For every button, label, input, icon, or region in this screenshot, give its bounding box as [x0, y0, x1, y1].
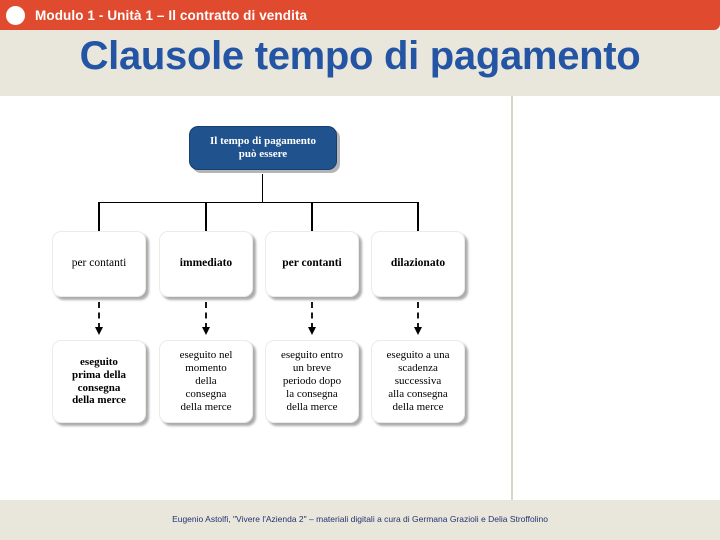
- branch-box-3: per contanti: [265, 231, 359, 297]
- branch-label-4: dilazionato: [390, 257, 446, 270]
- title-band: [0, 30, 720, 96]
- detail-connector-1: [98, 302, 100, 329]
- root-connector-stem: [262, 174, 263, 202]
- detail-connector-3: [311, 302, 313, 329]
- flow-diagram: Il tempo di pagamento può essere per con…: [0, 96, 511, 500]
- content-divider: [511, 96, 513, 500]
- root-node-line1: Il tempo di pagamento: [209, 135, 317, 148]
- branch-bus-line: [99, 202, 417, 203]
- branch-box-1: per contanti: [52, 231, 146, 297]
- branch-box-4: dilazionato: [371, 231, 465, 297]
- detail-arrow-3: [307, 327, 316, 335]
- branch-label-2: immediato: [179, 257, 233, 270]
- branch-stem-3: [311, 202, 313, 234]
- branch-stem-1: [98, 202, 100, 234]
- root-node-text: Il tempo di pagamento può essere: [206, 135, 320, 161]
- branch-stem-2: [205, 202, 207, 234]
- footer-credit-text: Eugenio Astolfi, "Vivere l'Azienda 2" – …: [172, 514, 548, 524]
- branch-box-2: immediato: [159, 231, 253, 297]
- detail-arrow-2: [201, 327, 210, 335]
- branch-stem-4: [417, 202, 419, 234]
- page-title: Clausole tempo di pagamento: [79, 34, 641, 78]
- circle-icon: [6, 5, 25, 25]
- root-node-line2: può essere: [238, 148, 288, 160]
- detail-connector-4: [417, 302, 419, 329]
- detail-arrow-1: [94, 327, 103, 335]
- footer-band: [0, 500, 720, 540]
- detail-arrow-4: [413, 327, 422, 335]
- branch-label-1: per contanti: [71, 257, 127, 270]
- slide-header-bar: Modulo 1 - Unità 1 – Il contratto di ven…: [0, 0, 720, 30]
- detail-connector-2: [205, 302, 207, 329]
- header-title: Modulo 1 - Unità 1 – Il contratto di ven…: [35, 7, 308, 23]
- diagram-root-node: Il tempo di pagamento può essere: [189, 126, 337, 170]
- branch-label-3: per contanti: [282, 257, 342, 270]
